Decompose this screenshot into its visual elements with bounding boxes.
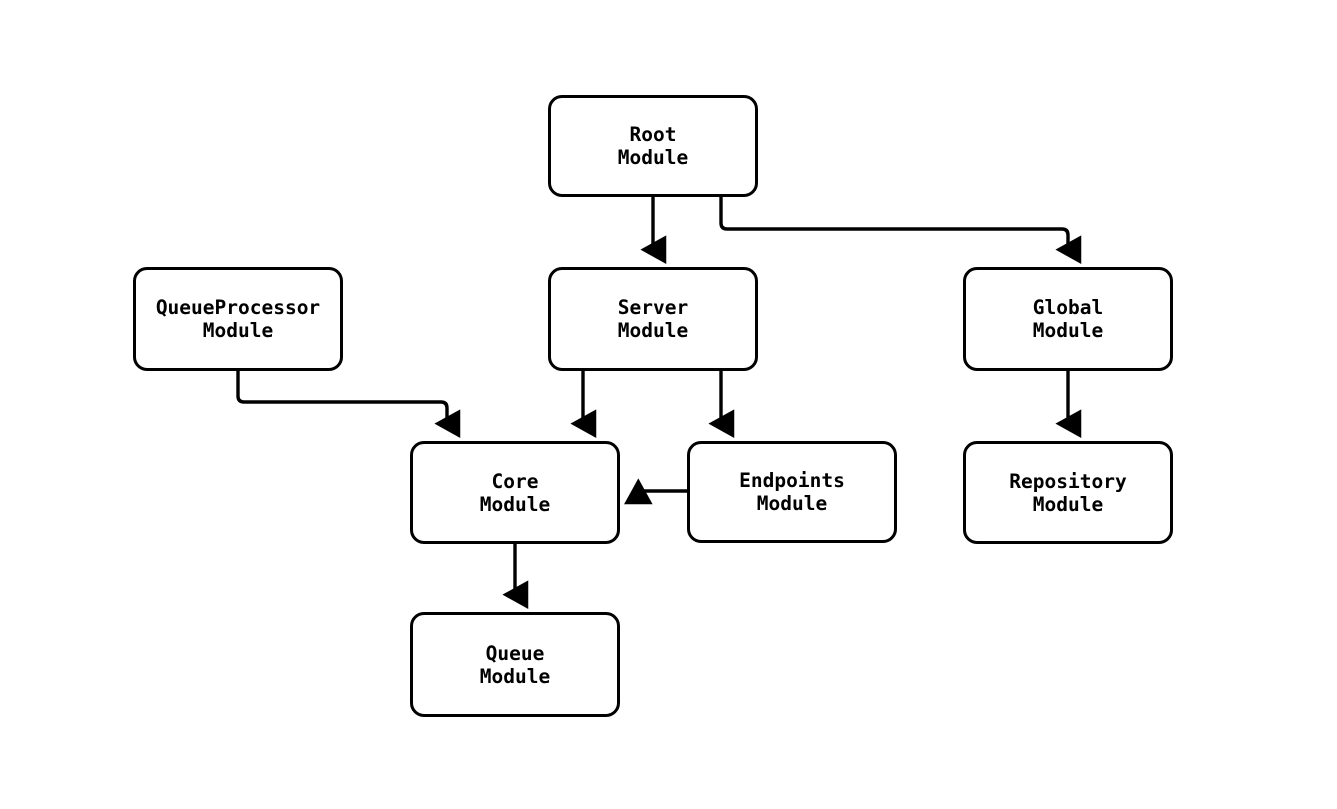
node-server-module-line2: Module <box>617 319 689 342</box>
node-queue-module-line1: Queue <box>485 641 545 665</box>
node-root-module-line2: Module <box>617 146 689 169</box>
node-endpoints-module-line1: Endpoints <box>739 469 845 492</box>
node-global-module-line2: Module <box>1032 319 1104 342</box>
node-core-module-line2: Module <box>479 492 551 516</box>
node-global-module[interactable]: Global Module <box>963 267 1173 371</box>
node-core-module[interactable]: Core Module <box>410 441 620 544</box>
edge-root-global <box>719 197 1082 264</box>
node-repository-module-line1: Repository <box>1009 469 1127 493</box>
node-endpoints-module[interactable]: Endpoints Module <box>687 441 897 543</box>
node-repository-module[interactable]: Repository Module <box>963 441 1173 544</box>
node-server-module-line1: Server <box>617 296 689 319</box>
node-server-module[interactable]: Server Module <box>548 267 758 371</box>
node-root-module-line1: Root <box>629 123 677 146</box>
node-endpoints-module-line2: Module <box>756 492 828 515</box>
node-root-module[interactable]: Root Module <box>548 95 758 197</box>
node-queueprocessor-module[interactable]: QueueProcessor Module <box>133 267 343 371</box>
node-queueprocessor-module-line1: QueueProcessor <box>155 296 321 319</box>
node-core-module-line1: Core <box>491 469 539 493</box>
node-global-module-line1: Global <box>1032 296 1104 319</box>
node-repository-module-line2: Module <box>1032 492 1104 516</box>
edge-queueprocessor-core <box>236 371 461 438</box>
node-queue-module-line2: Module <box>479 664 551 688</box>
node-queue-module[interactable]: Queue Module <box>410 612 620 717</box>
node-queueprocessor-module-line2: Module <box>202 319 274 342</box>
